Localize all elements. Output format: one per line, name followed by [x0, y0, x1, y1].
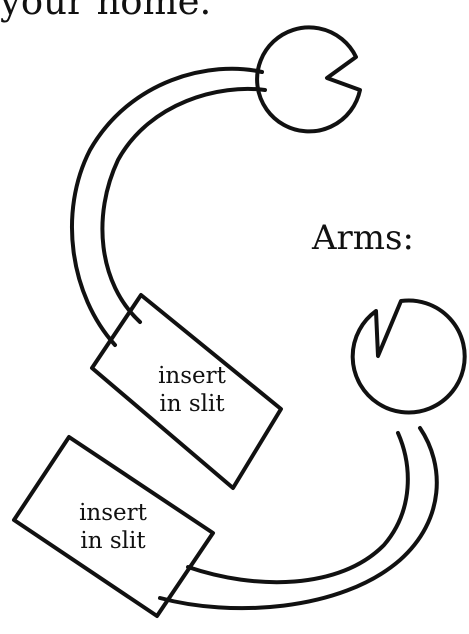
lower-tab-label-line1: insert	[79, 500, 147, 526]
lower-arm-outer-edge	[158, 426, 439, 611]
lower-arm-inner-edge	[186, 431, 410, 585]
upper-tab-label: insert in slit	[132, 362, 252, 418]
upper-tab	[90, 293, 283, 490]
lower-hand	[350, 298, 467, 415]
upper-arm-inner-edge	[100, 86, 267, 324]
lower-arm	[158, 426, 439, 611]
heading-fragment: your home.	[0, 0, 212, 23]
upper-arm	[70, 66, 267, 347]
lower-tab-label: insert in slit	[53, 499, 173, 555]
upper-arm-outer-edge	[70, 66, 264, 347]
upper-tab-label-line2: in slit	[159, 391, 225, 417]
upper-hand	[255, 25, 362, 134]
lower-tab-label-line2: in slit	[80, 528, 146, 554]
upper-tab-label-line1: insert	[158, 363, 226, 389]
lower-tab	[12, 435, 215, 618]
arms-label: Arms:	[312, 218, 414, 258]
